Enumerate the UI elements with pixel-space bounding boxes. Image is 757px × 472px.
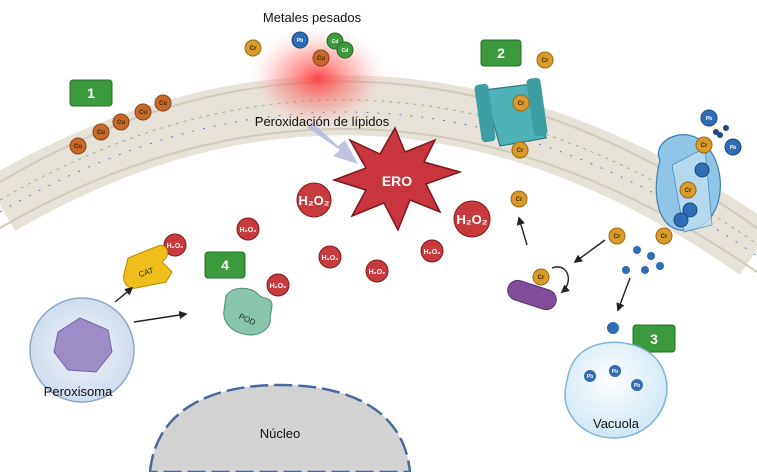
step-2-badge: 2	[480, 39, 522, 67]
ion-label: Cr	[701, 143, 708, 149]
h2o2-molecules: H₂O₂ H₂O₂ H₂O₂ H₂O₂ H₂O₂ H₂O₂ H₂O₂ H₂O₂	[163, 182, 491, 297]
ion-label: Pb	[612, 369, 618, 375]
ion-label: Cd	[332, 39, 339, 45]
ion-label: Cr	[517, 148, 524, 154]
arrow-peroxisome-cat	[114, 286, 134, 303]
arrow-to-vacuole	[616, 277, 631, 312]
ero-burst: ERO	[331, 126, 463, 232]
h2o2-label: H₂O₂	[424, 249, 441, 256]
peroxidation-arrow	[308, 122, 358, 164]
ion-label: Pb	[730, 145, 736, 151]
peroxisome-label: Peroxisoma	[44, 384, 113, 399]
ion-label: Cr	[516, 197, 523, 203]
step-2-label: 2	[497, 45, 505, 61]
step-4-label: 4	[221, 257, 229, 273]
ion-label: Cu	[74, 144, 82, 150]
ion-label: Cr	[661, 234, 668, 240]
h2o2-label: H₂O₂	[298, 193, 329, 208]
ion-label: Cr	[518, 101, 525, 107]
ion-label: Cr	[250, 46, 257, 52]
step-1-badge: 1	[69, 79, 113, 107]
ion-label: Pb	[297, 38, 303, 44]
nucleus: Núcleo	[148, 383, 412, 472]
ion-label: Cu	[117, 120, 125, 126]
heavy-metals-label: Metales pesados	[263, 10, 362, 25]
arrow-curve-chelator	[551, 266, 570, 294]
arrow-peroxisome-pod	[133, 310, 188, 323]
ion-label: Cu	[139, 110, 147, 116]
ion-label: Pb	[706, 116, 712, 122]
ero-label: ERO	[382, 173, 412, 189]
ion-label: Pb	[587, 374, 593, 380]
ion-label: Pb	[634, 383, 640, 389]
h2o2-label: H₂O₂	[369, 269, 386, 276]
peroxisome: Peroxisoma	[29, 297, 135, 403]
step-3-label: 3	[650, 331, 658, 347]
lipid-peroxidation-label: Peroxidación de lípidos	[255, 114, 390, 129]
step-3-badge: 3	[632, 324, 676, 353]
cu-ions-membrane: Cu Cu Cu Cu Cu	[69, 94, 172, 155]
membrane-channel-protein	[474, 77, 548, 147]
heavy-metal-glow	[243, 23, 393, 133]
cat-enzyme: CAT	[123, 244, 173, 289]
h2o2-label: H₂O₂	[270, 283, 287, 290]
ion-label: Cd	[342, 48, 349, 54]
ion-label: Cr	[614, 234, 621, 240]
ion-label: Cu	[97, 130, 105, 136]
step-1-label: 1	[87, 85, 95, 101]
chelator-protein	[507, 279, 557, 311]
heavy-metal-cluster: Cr Pb Cd Cd Cu	[244, 31, 354, 67]
arrow-up-cr	[516, 216, 528, 246]
ion-label: Cu	[317, 56, 325, 62]
vacuole: Pb Pb Pb Vacuola	[564, 341, 668, 439]
ion-label: Cr	[542, 58, 549, 64]
pod-enzyme: POD	[223, 287, 273, 336]
ion-label: Cr	[685, 188, 692, 194]
ion-label: Cr	[538, 275, 545, 281]
h2o2-label: H₂O₂	[322, 255, 339, 262]
h2o2-label: H₂O₂	[167, 243, 184, 250]
h2o2-label: H₂O₂	[240, 227, 257, 234]
h2o2-label: H₂O₂	[456, 212, 487, 227]
arrow-to-chelator	[573, 239, 606, 263]
nucleus-label: Núcleo	[260, 426, 300, 441]
ion-label: Cu	[159, 101, 167, 107]
vacuole-label: Vacuola	[593, 416, 640, 431]
step-4-badge: 4	[204, 251, 246, 279]
